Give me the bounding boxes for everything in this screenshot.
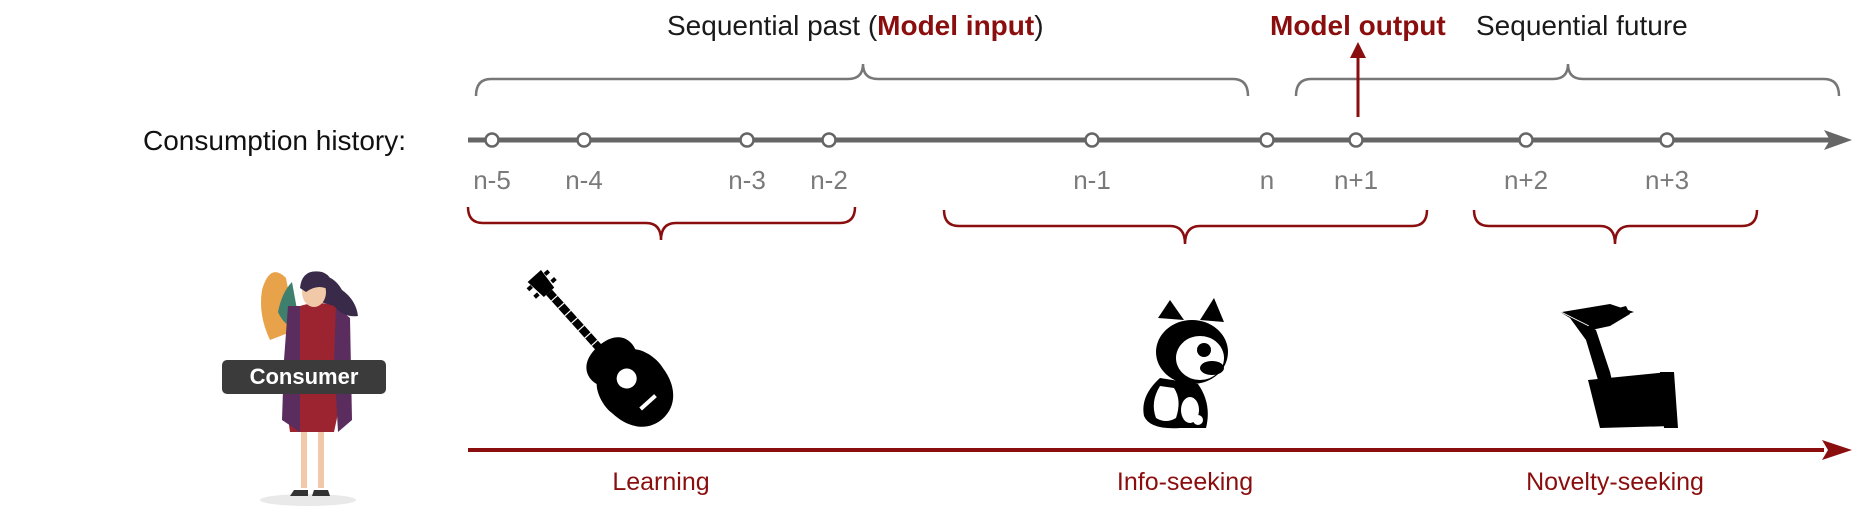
high-heel-shoe-icon	[1560, 304, 1678, 428]
tick-label: n-2	[810, 165, 848, 195]
tick-label: n+2	[1503, 165, 1549, 195]
timeline-arrowhead	[1824, 130, 1852, 150]
french-bulldog-icon	[1143, 298, 1228, 429]
sequential-future-label: Sequential future	[1476, 10, 1688, 41]
timeline-node	[1259, 132, 1275, 148]
guitar-icon	[526, 269, 674, 427]
timeline-node	[1084, 132, 1100, 148]
consumer-badge: Consumer	[222, 360, 386, 394]
model-output-label: Model output	[1270, 10, 1446, 41]
timeline-node	[1659, 132, 1675, 148]
past-suffix: )	[1034, 10, 1044, 41]
category-info-seeking: Info-seeking	[1116, 468, 1254, 496]
timeline-node	[1348, 132, 1364, 148]
intent-arrowhead	[1822, 440, 1852, 460]
future-brace	[1294, 63, 1841, 97]
output-arrowhead	[1350, 42, 1366, 58]
tick-label: n	[1259, 165, 1275, 195]
timeline-node	[576, 132, 592, 148]
timeline-node	[484, 132, 500, 148]
tick-label: n-3	[728, 165, 766, 195]
timeline-node	[1518, 132, 1534, 148]
tick-label: n-4	[565, 165, 603, 195]
consumption-history-label: Consumption history:	[143, 125, 407, 156]
tick-label: n-1	[1073, 165, 1111, 195]
sequential-past-label: Sequential past (Model input)	[667, 12, 1044, 40]
learning-brace	[466, 206, 857, 241]
timeline-nodes	[484, 132, 1675, 148]
novelty-seeking-brace	[1472, 209, 1759, 245]
tick-label: n+3	[1644, 165, 1690, 195]
timeline-node	[739, 132, 755, 148]
timeline-node	[821, 132, 837, 148]
category-learning: Learning	[612, 468, 710, 496]
past-brace	[474, 63, 1250, 97]
info-seeking-brace	[942, 209, 1429, 245]
model-input-highlight: Model input	[877, 10, 1035, 41]
category-novelty-seeking: Novelty-seeking	[1526, 468, 1704, 496]
tick-label: n-5	[473, 165, 511, 195]
past-prefix: Sequential past (	[667, 10, 878, 41]
tick-label: n+1	[1333, 165, 1379, 195]
